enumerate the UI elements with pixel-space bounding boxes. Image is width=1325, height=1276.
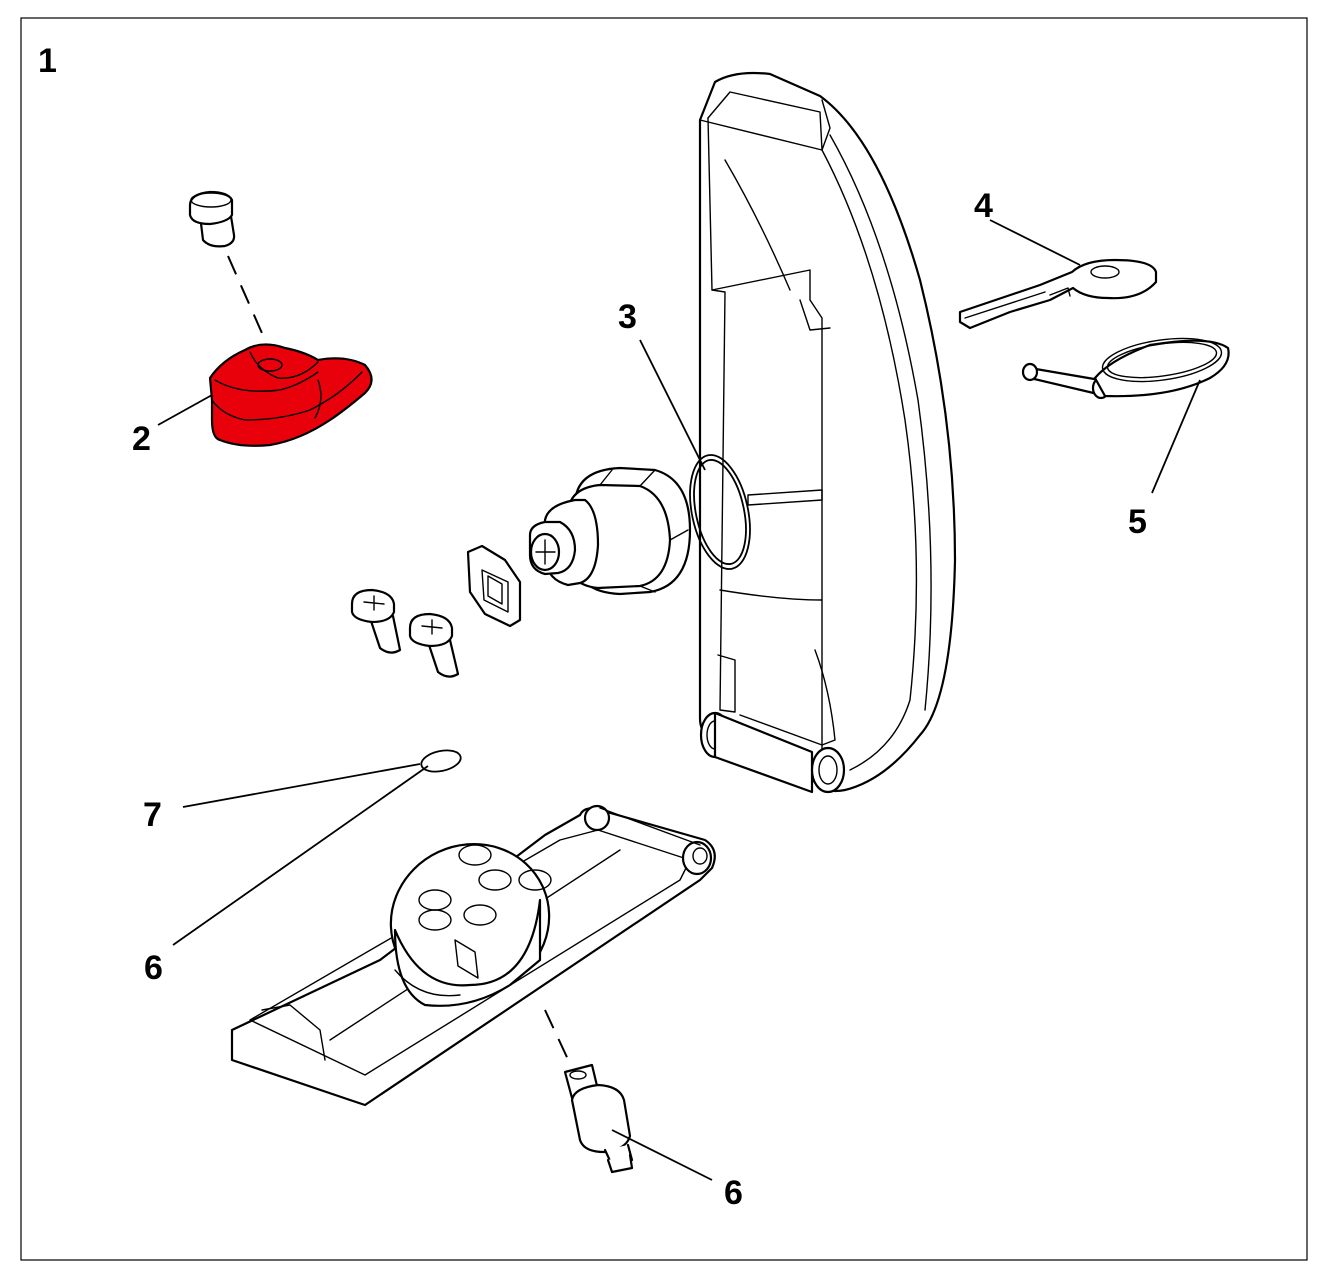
top-screw-axis-line bbox=[227, 255, 266, 341]
o-ring-outer bbox=[689, 454, 751, 570]
small-ring bbox=[420, 749, 462, 773]
leader-line-5 bbox=[1151, 379, 1201, 494]
leader-line-7 bbox=[182, 763, 421, 808]
label-4: 4 bbox=[974, 187, 993, 225]
ring-pin bbox=[1021, 337, 1230, 400]
diagram-frame bbox=[20, 17, 1308, 1261]
handle-housing bbox=[698, 71, 957, 794]
retaining-clip bbox=[466, 544, 522, 628]
label-3: 3 bbox=[618, 298, 637, 336]
label-6-left: 6 bbox=[144, 949, 163, 987]
label-2: 2 bbox=[132, 420, 151, 458]
label-7: 7 bbox=[143, 796, 162, 834]
label-6-bottom: 6 bbox=[724, 1174, 743, 1212]
leader-line-6-bottom bbox=[611, 1129, 713, 1181]
base-plate bbox=[230, 804, 716, 1107]
bottom-shaft-axis-line bbox=[544, 1009, 573, 1069]
o-ring-inner bbox=[693, 459, 747, 565]
figure-number: 1 bbox=[38, 42, 57, 80]
top-screw bbox=[188, 190, 236, 248]
lock-cylinder bbox=[528, 466, 692, 596]
leader-line-2 bbox=[157, 394, 213, 426]
drive-shaft bbox=[563, 1063, 634, 1174]
label-5: 5 bbox=[1128, 503, 1147, 541]
handle-knob-highlighted bbox=[208, 343, 373, 447]
key bbox=[958, 258, 1158, 330]
leader-line-6-left bbox=[172, 765, 429, 946]
mounting-screws bbox=[350, 588, 460, 678]
leader-line-4 bbox=[989, 219, 1081, 266]
leader-line-3 bbox=[639, 339, 706, 471]
